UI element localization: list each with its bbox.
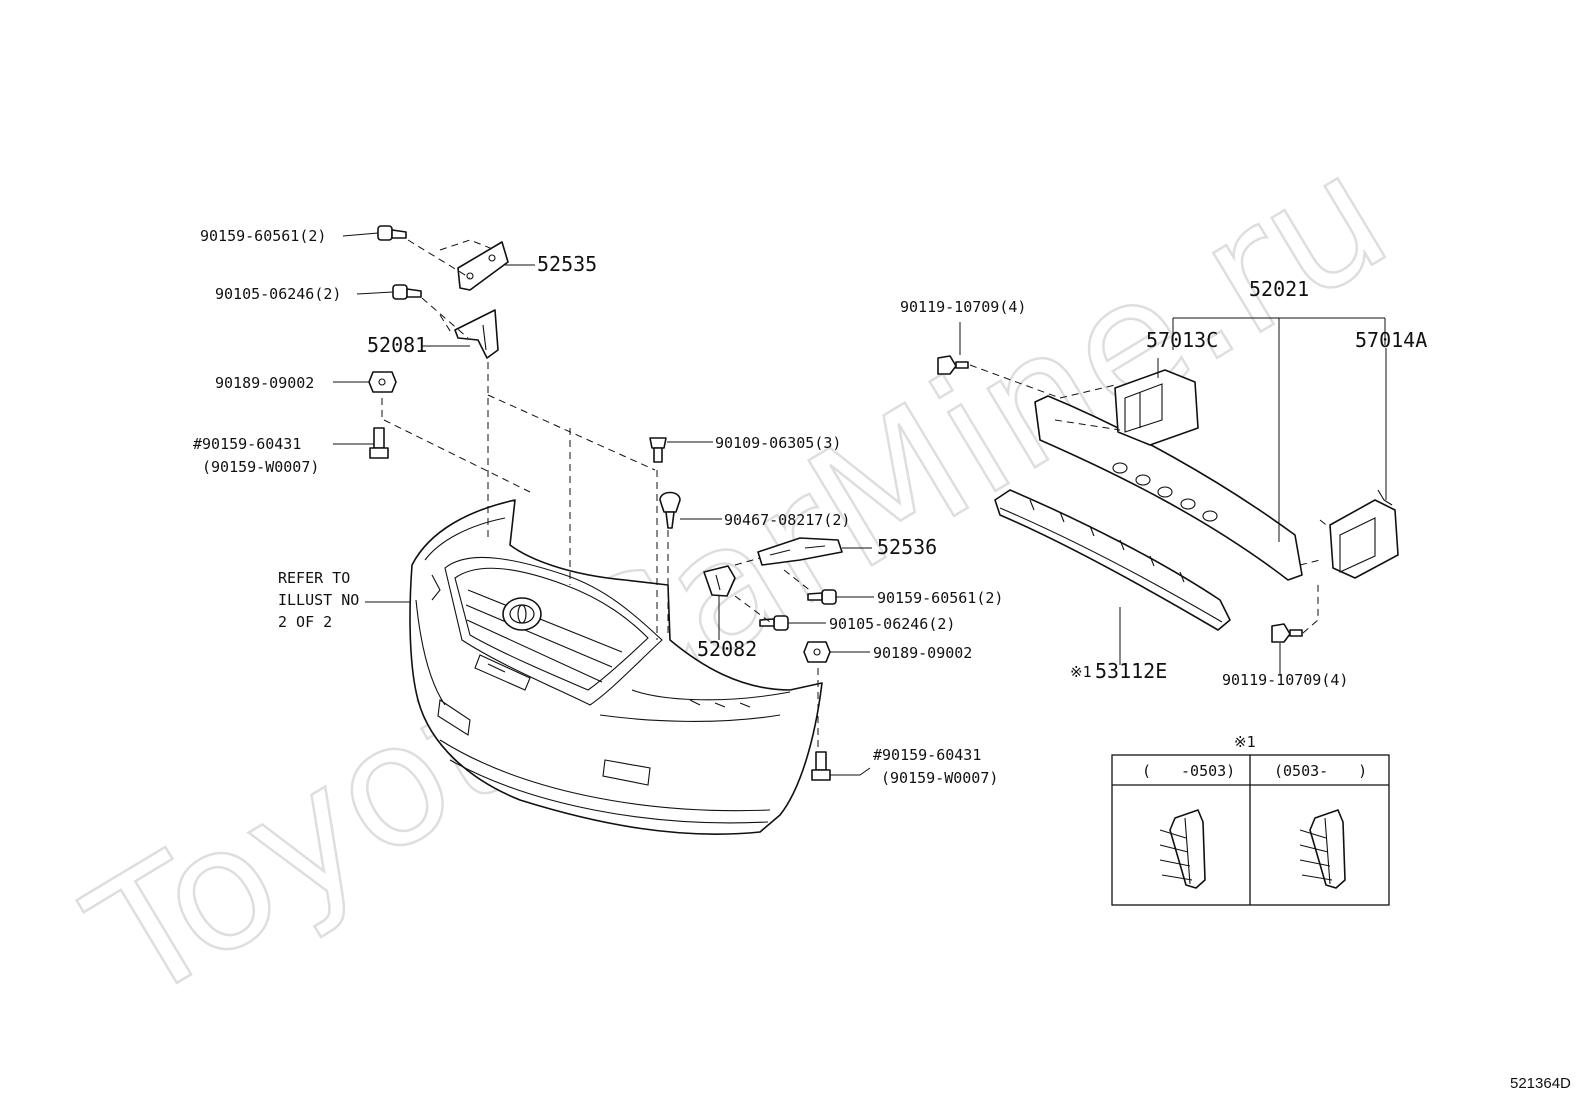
diagram-code: 521364D bbox=[1510, 1075, 1571, 1092]
callout-90109-06305[interactable]: 90109-06305(3) bbox=[715, 434, 841, 452]
front-bumper-cover[interactable] bbox=[409, 499, 823, 835]
refer-note-line-1: REFER TO bbox=[278, 569, 350, 587]
callout-53112e-mark: ※1 bbox=[1070, 663, 1092, 681]
callout-53112e[interactable]: 53112E bbox=[1095, 659, 1167, 683]
bracket-52536[interactable] bbox=[757, 537, 843, 566]
bolt-icon bbox=[392, 284, 422, 300]
variant-right-absorber-icon bbox=[1299, 809, 1346, 889]
bracket-57013c[interactable] bbox=[1114, 369, 1199, 446]
bolt-icon bbox=[759, 615, 789, 631]
callout-90159-60561-mid[interactable]: 90159-60561(2) bbox=[877, 589, 1003, 607]
bolt-icon bbox=[649, 437, 667, 463]
nut-icon bbox=[803, 641, 831, 663]
callout-52082[interactable]: 52082 bbox=[697, 637, 757, 661]
nut-icon bbox=[368, 371, 397, 393]
callout-90105-06246-top[interactable]: 90105-06246(2) bbox=[215, 285, 341, 303]
callout-90119-10709-bottom[interactable]: 90119-10709(4) bbox=[1222, 671, 1348, 689]
callout-90159-60561-top[interactable]: 90159-60561(2) bbox=[200, 227, 326, 245]
refer-note-line-3: 2 OF 2 bbox=[278, 613, 332, 631]
watermark: ToyotaCarMine.ru bbox=[59, 115, 1419, 1039]
callout-90105-06246-mid[interactable]: 90105-06246(2) bbox=[829, 615, 955, 633]
variant-table: ※1 ( -0503) (0503- ) bbox=[1111, 733, 1390, 906]
bolt-icon bbox=[369, 427, 389, 459]
callout-90189-09002-left[interactable]: 90189-09002 bbox=[215, 374, 314, 392]
bracket-57014a[interactable] bbox=[1329, 489, 1399, 579]
variant-table-mark: ※1 bbox=[1234, 733, 1256, 751]
callout-57013c[interactable]: 57013C bbox=[1146, 328, 1218, 352]
callout-52021[interactable]: 52021 bbox=[1249, 277, 1309, 301]
variant-col-left: ( -0503) bbox=[1142, 762, 1235, 780]
variant-col-right: (0503- ) bbox=[1274, 762, 1367, 780]
bolt-icon bbox=[1271, 623, 1303, 643]
callout-52081[interactable]: 52081 bbox=[367, 333, 427, 357]
bracket-52535[interactable] bbox=[457, 241, 509, 291]
callout-90119-10709-top[interactable]: 90119-10709(4) bbox=[900, 298, 1026, 316]
callout-90159-60431-right[interactable]: #90159-60431 bbox=[873, 746, 981, 764]
bracket-52081[interactable] bbox=[454, 309, 499, 359]
callout-90159-60431-left[interactable]: #90159-60431 bbox=[193, 435, 301, 453]
callout-90159-w0007-right[interactable]: (90159-W0007) bbox=[881, 769, 998, 787]
toyota-emblem-icon bbox=[502, 597, 542, 631]
callout-90159-w0007-left[interactable]: (90159-W0007) bbox=[202, 458, 319, 476]
bolt-icon bbox=[807, 589, 837, 605]
clip-icon bbox=[659, 491, 681, 529]
callout-90189-09002-right[interactable]: 90189-09002 bbox=[873, 644, 972, 662]
bolt-icon bbox=[377, 225, 407, 241]
callout-90467-08217[interactable]: 90467-08217(2) bbox=[724, 511, 850, 529]
callout-57014a[interactable]: 57014A bbox=[1355, 328, 1427, 352]
bolt-icon bbox=[937, 355, 969, 375]
bracket-52082[interactable] bbox=[703, 565, 736, 597]
callout-52535[interactable]: 52535 bbox=[537, 252, 597, 276]
variant-left-absorber-icon bbox=[1159, 809, 1206, 889]
bolt-icon bbox=[811, 751, 831, 781]
absorber-53112e[interactable] bbox=[994, 489, 1231, 631]
callout-52536[interactable]: 52536 bbox=[877, 535, 937, 559]
refer-note-line-2: ILLUST NO bbox=[278, 591, 359, 609]
